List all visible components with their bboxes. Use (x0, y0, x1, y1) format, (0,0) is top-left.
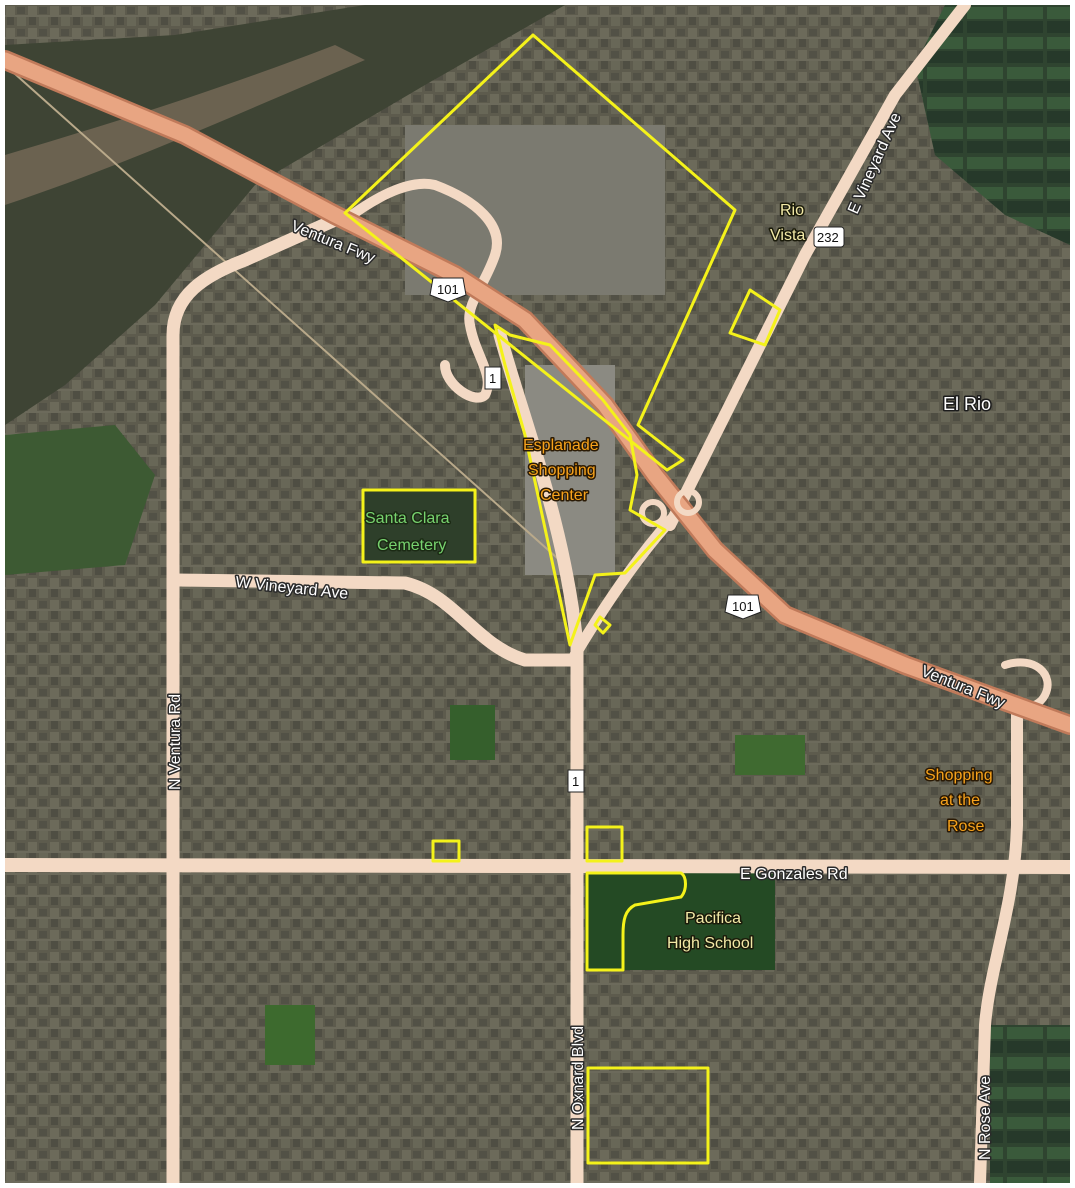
highlighted-parcels (343, 33, 782, 1165)
label-high-school: High School (667, 935, 753, 952)
label-cemetery-1: Santa Clara (365, 510, 450, 527)
label-e-gonzales-rd: E Gonzales Rd (740, 866, 848, 883)
svg-text:1: 1 (489, 371, 496, 386)
park-2 (450, 705, 495, 760)
label-esplanade-1: Esplanade (523, 437, 599, 454)
cemetery-grounds (363, 490, 475, 562)
railroad (5, 64, 566, 566)
svg-text:101: 101 (437, 282, 459, 297)
label-el-rio: El Rio (943, 394, 991, 414)
n-ventura-rd (166, 213, 342, 1183)
label-vista: Vista (770, 227, 805, 244)
svg-text:1: 1 (572, 774, 579, 789)
e-vineyard-ave (664, 5, 971, 531)
interchange-loop-east (674, 488, 702, 516)
parcel-pacifica (585, 871, 687, 972)
parcel-small-oxnard (593, 615, 612, 635)
sr-1-shield-south: 1 (567, 769, 585, 793)
label-esplanade-2: Shopping (528, 462, 596, 479)
parcel-gonzales-west (431, 839, 461, 863)
farm-fields-southeast (990, 1025, 1070, 1183)
label-shopping-rose-3: Rose (947, 818, 984, 835)
sr-1-shield-north: 1 (484, 366, 502, 390)
farm-fields-northeast (915, 5, 1070, 245)
golf-course (5, 425, 155, 575)
label-cemetery-2: Cemetery (377, 537, 446, 554)
label-pacifica: Pacifica (685, 910, 741, 927)
label-shopping-rose-1: Shopping (925, 767, 993, 784)
label-esplanade-3: Center (540, 487, 589, 504)
map-view[interactable]: Ventura Fwy Ventura Fwy E Vineyard Ave W… (5, 5, 1070, 1183)
n-oxnard-blvd (493, 328, 584, 1183)
label-rio: Rio (780, 202, 804, 219)
e-gonzales-rd (5, 858, 1070, 874)
n-rose-ave (974, 699, 1023, 1183)
major-roads (5, 5, 1070, 1183)
school-fields (585, 870, 775, 970)
park-1 (265, 1005, 315, 1065)
label-n-oxnard-blvd: N Oxnard Blvd (570, 1026, 587, 1130)
sr-232-shield: 232 (813, 226, 845, 248)
us-101-shield-south: 101 (724, 594, 762, 620)
us-101-shield-north: 101 (429, 277, 467, 303)
svg-text:101: 101 (732, 599, 754, 614)
park-3 (735, 735, 805, 775)
w-vineyard-ave (168, 573, 582, 667)
label-n-rose-ave: N Rose Ave (977, 1076, 994, 1160)
label-n-ventura-rd: N Ventura Rd (167, 694, 184, 790)
svg-text:232: 232 (817, 230, 839, 245)
parcel-rio-vista (728, 288, 782, 347)
parcel-business-park (343, 33, 737, 472)
parcel-cemetery (361, 488, 477, 564)
parcel-gonzales-oxnard (585, 825, 624, 863)
label-shopping-rose-2: at the (940, 792, 980, 809)
parcel-esplanade (493, 323, 667, 647)
parcel-south (586, 1066, 710, 1165)
